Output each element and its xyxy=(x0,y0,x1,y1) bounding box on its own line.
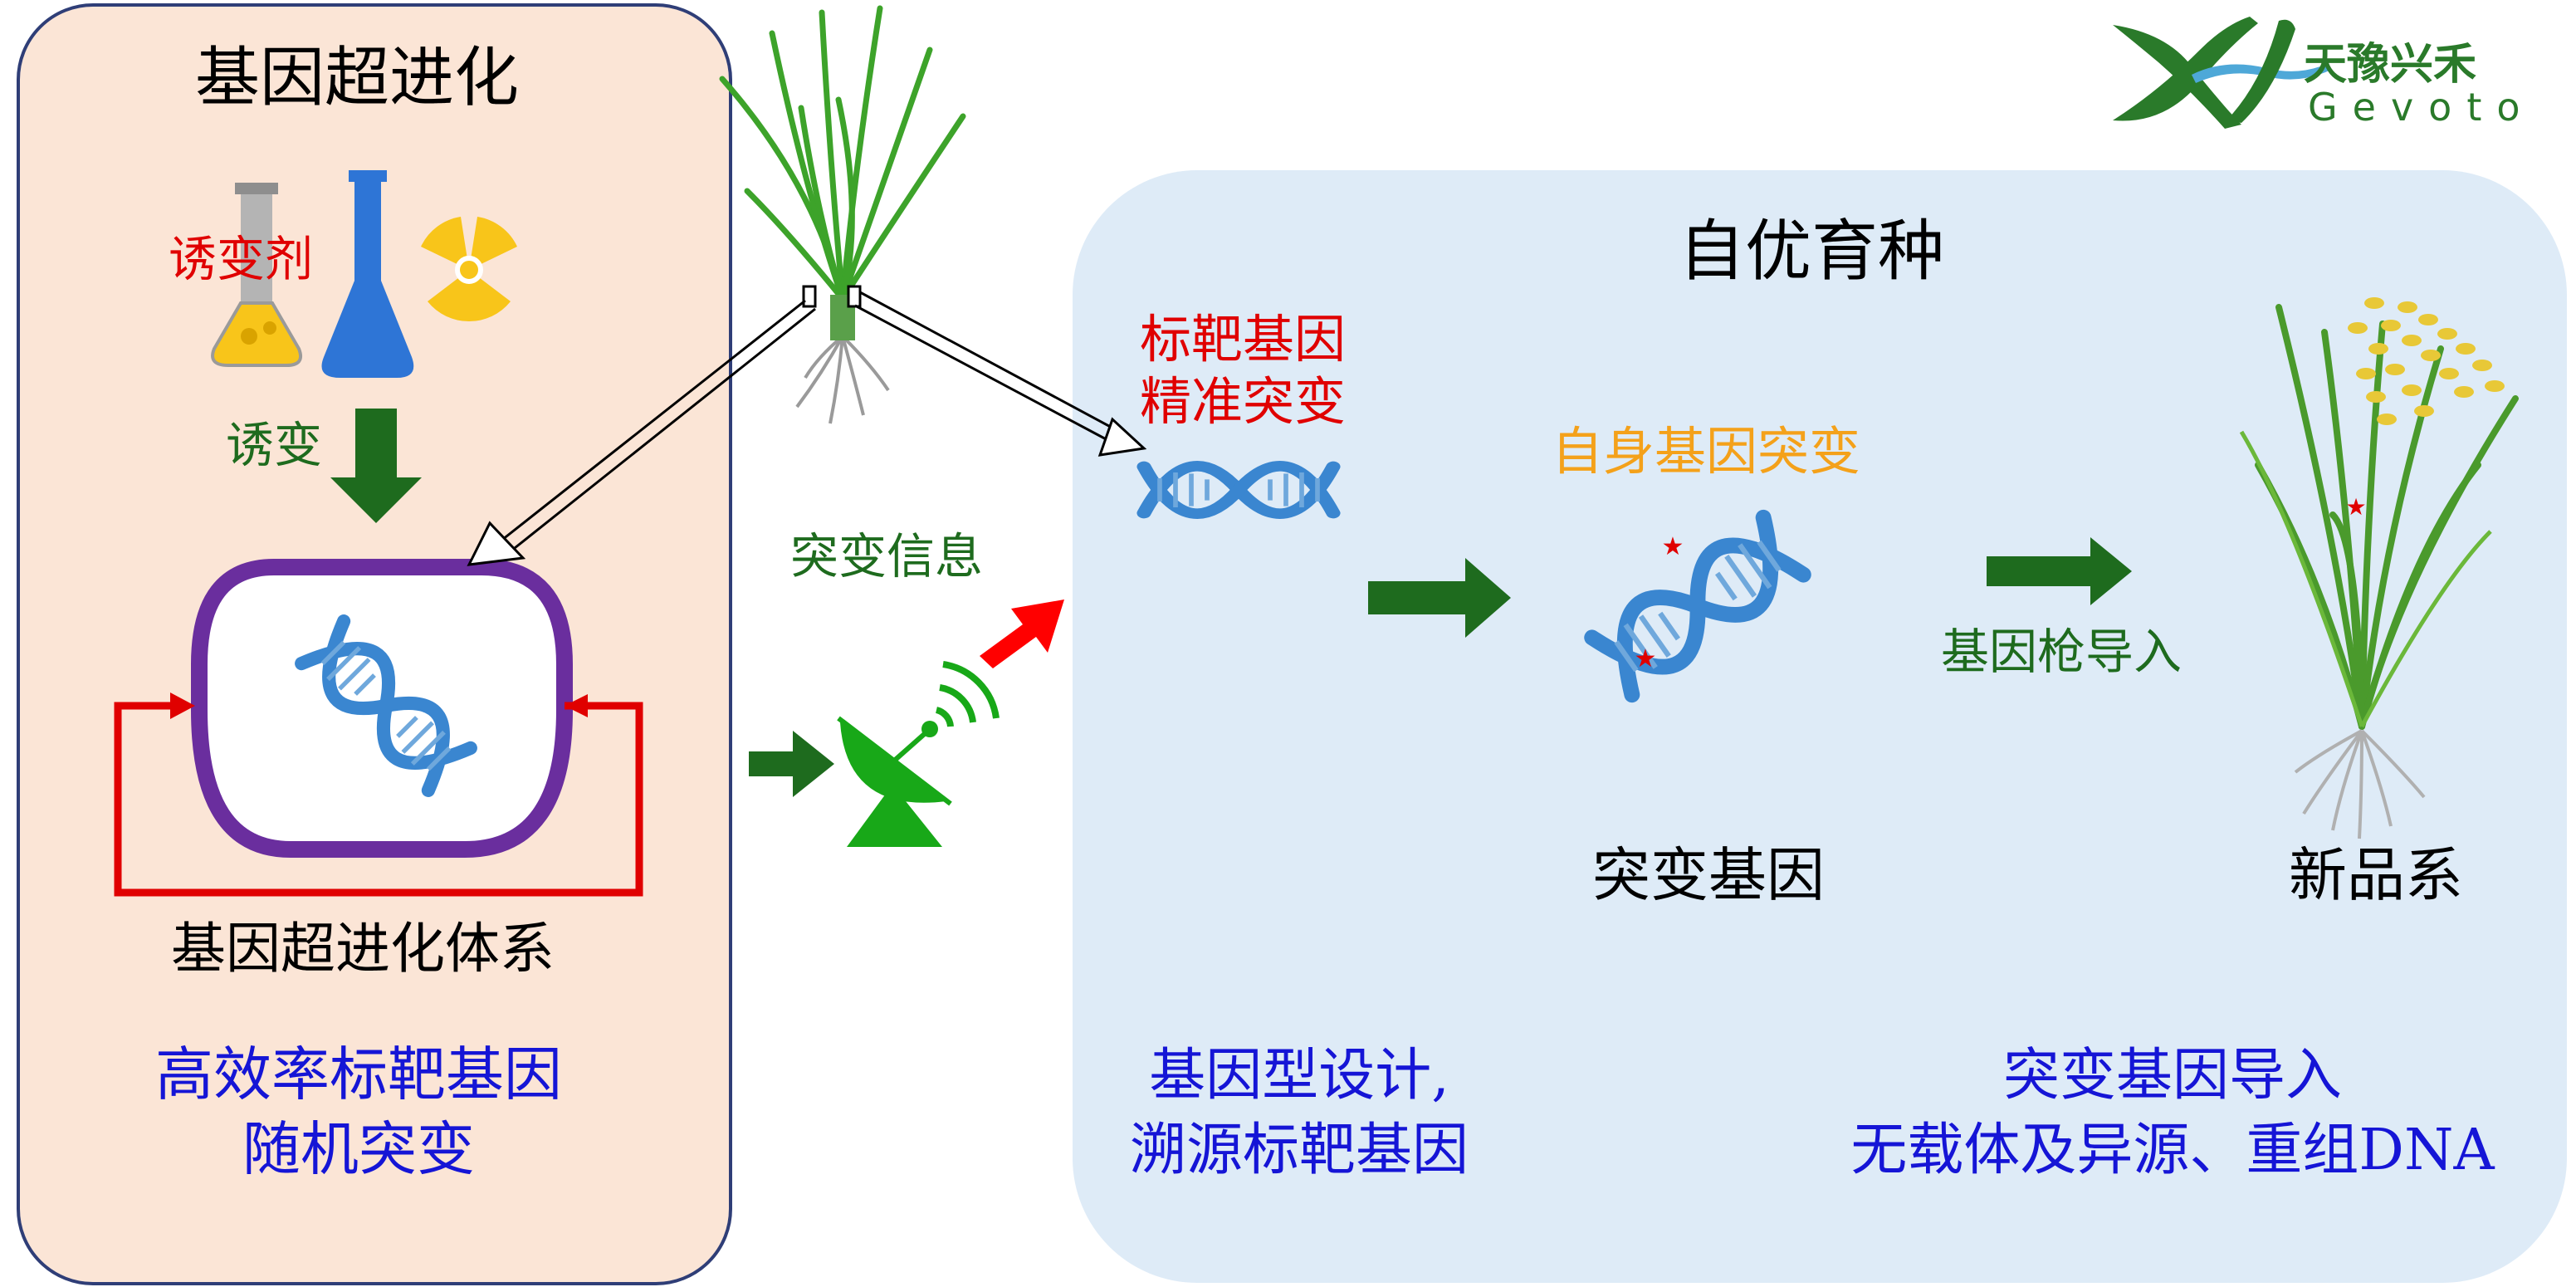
svg-text:★: ★ xyxy=(2345,493,2366,521)
flask-icon xyxy=(321,170,414,378)
right-summary-right-line1: 突变基因导入 xyxy=(2003,1043,2342,1108)
mutation-star-1: ★ xyxy=(1662,532,1684,561)
gene-gun-arrow xyxy=(1987,537,2132,605)
mutation-star-2: ★ xyxy=(1635,644,1657,673)
sample-arrow-left xyxy=(467,299,816,566)
seedling-sample-box-right xyxy=(847,285,862,308)
brand-en-text: Gevoto xyxy=(2308,85,2535,130)
target-gene-line2: 精准突变 xyxy=(1140,371,1346,432)
right-summary-left-line1: 基因型设计, xyxy=(1149,1043,1449,1108)
gevoto-logo: 天豫兴禾 Gevoto xyxy=(2113,17,2535,130)
mutagen-label: 诱变剂 xyxy=(169,231,313,287)
satellite-dish-icon xyxy=(837,661,1000,847)
right-summary-right-line2: 无载体及异源、重组DNA xyxy=(1850,1118,2495,1183)
signal-arrow xyxy=(980,599,1064,668)
sample-arrow-right xyxy=(854,291,1147,457)
new-line-label: 新品系 xyxy=(2289,841,2463,909)
left-summary-line1: 高效率标靶基因 xyxy=(155,1040,562,1108)
brand-cn-text: 天豫兴禾 xyxy=(2304,40,2476,90)
left-summary-line2: 随机突变 xyxy=(242,1115,475,1183)
self-mutation-label: 自身基因突变 xyxy=(1552,421,1860,482)
feedback-loop xyxy=(114,692,643,897)
to-antenna-arrow xyxy=(749,731,834,797)
seedling-roots-icon xyxy=(795,335,890,424)
rice-plant-icon: ★ xyxy=(2239,297,2519,839)
right-panel-title: 自优育种 xyxy=(1679,213,1944,290)
mutagenesis-arrow xyxy=(330,409,422,523)
gene-gun-label: 基因枪导入 xyxy=(1941,624,2182,680)
test-tube-icon xyxy=(211,183,303,367)
system-label: 基因超进化体系 xyxy=(171,917,555,981)
target-gene-line1: 标靶基因 xyxy=(1140,309,1346,369)
right-panel xyxy=(1073,170,2567,1283)
rice-seedling-icon xyxy=(719,5,966,302)
mutation-info-label: 突变信息 xyxy=(790,528,983,585)
radiation-icon xyxy=(421,217,517,322)
mutagenesis-label: 诱变 xyxy=(226,417,322,473)
mutant-gene-label: 突变基因 xyxy=(1592,841,1825,909)
right-summary-left-line2: 溯源标靶基因 xyxy=(1130,1118,1469,1183)
process-arrow xyxy=(1368,558,1511,638)
seedling-sample-box-left xyxy=(802,285,817,308)
left-panel-title: 基因超进化 xyxy=(195,41,519,115)
